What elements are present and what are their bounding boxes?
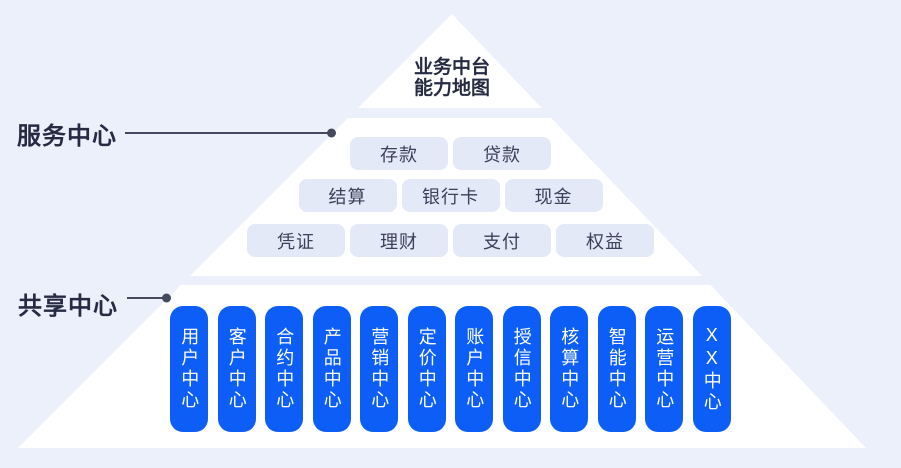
shared-center-bar-marketing: 营销中心 bbox=[360, 306, 399, 432]
shared-center-bar-operations: 运营中心 bbox=[645, 306, 684, 432]
service-pill-payment: 支付 bbox=[453, 224, 551, 257]
service-pill-rights: 权益 bbox=[556, 224, 654, 257]
shared-center-label: 共享中心 bbox=[18, 293, 118, 320]
service-pill-bankcard: 银行卡 bbox=[401, 179, 500, 212]
service-center-label: 服务中心 bbox=[17, 123, 117, 150]
shared-center-bar-intelligence: 智能中心 bbox=[597, 306, 636, 432]
shared-connector-dot bbox=[162, 293, 171, 303]
service-connector-line bbox=[125, 128, 336, 138]
shared-center-bar-pricing: 定价中心 bbox=[407, 306, 446, 432]
service-pill-cash: 现金 bbox=[504, 179, 603, 212]
shared-connector-line bbox=[127, 293, 171, 303]
shared-center-bar-product: 产品中心 bbox=[312, 306, 351, 432]
service-pill-settlement: 结算 bbox=[298, 179, 397, 212]
service-pill-voucher: 凭证 bbox=[247, 224, 345, 257]
diagram-title: 业务中台 能力地图 bbox=[377, 57, 527, 99]
service-pill-wealth: 理财 bbox=[350, 224, 448, 257]
diagram-title-line1: 业务中台 bbox=[413, 57, 490, 78]
service-pill-row-1: 存款 贷款 bbox=[0, 137, 901, 170]
shared-center-bar-credit: 授信中心 bbox=[502, 306, 541, 432]
service-pill-deposit: 存款 bbox=[350, 137, 448, 170]
service-pill-row-2: 结算 银行卡 现金 bbox=[0, 179, 901, 212]
shared-center-bar-account: 账户中心 bbox=[455, 306, 494, 432]
service-connector-dot bbox=[327, 128, 336, 138]
shared-center-bar-xx: XX中心 bbox=[692, 306, 731, 432]
shared-center-bar-accounting: 核算中心 bbox=[550, 306, 589, 432]
shared-center-bar-customer: 客户中心 bbox=[217, 306, 256, 432]
shared-centers-row: 用户中心 客户中心 合约中心 产品中心 营销中心 定价中心 账户中心 授信中心 … bbox=[0, 306, 901, 432]
service-pill-loan: 贷款 bbox=[453, 137, 551, 170]
service-pill-row-3: 凭证 理财 支付 权益 bbox=[0, 224, 901, 257]
shared-center-bar-user: 用户中心 bbox=[170, 306, 209, 432]
shared-center-bar-contract: 合约中心 bbox=[265, 306, 304, 432]
diagram-title-line2: 能力地图 bbox=[413, 78, 490, 99]
